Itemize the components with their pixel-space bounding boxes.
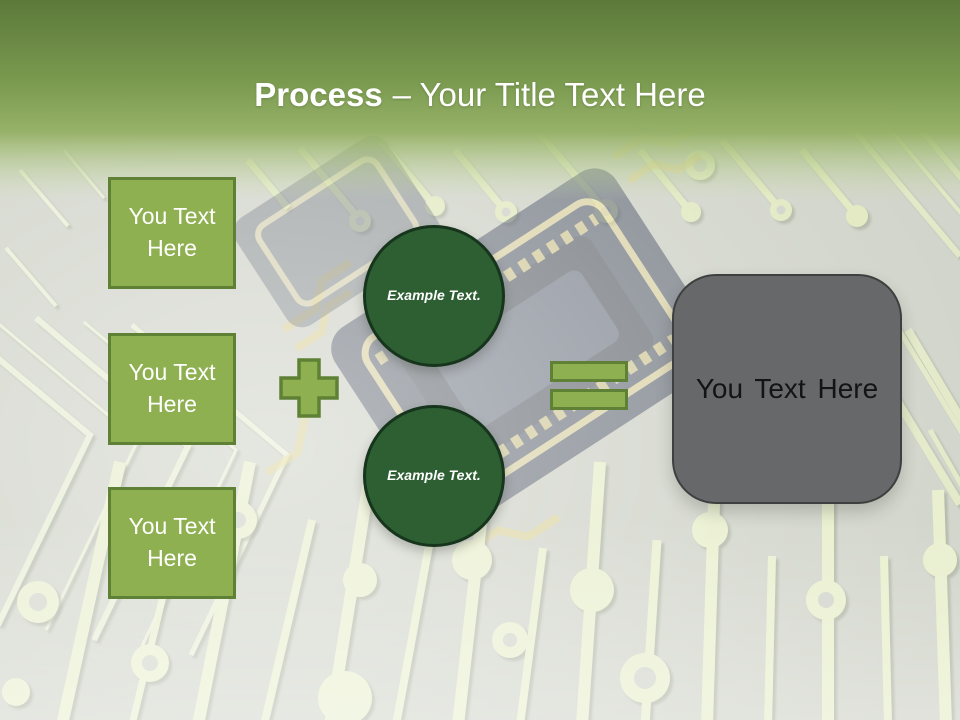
input-box-1[interactable]: You Text Here <box>108 177 236 289</box>
input-box-1-label: You Text Here <box>128 203 216 261</box>
input-box-3-label: You Text Here <box>128 513 216 571</box>
plus-operator[interactable] <box>278 357 340 419</box>
equals-operator[interactable] <box>550 361 628 410</box>
plus-icon <box>279 358 339 418</box>
input-box-3[interactable]: You Text Here <box>108 487 236 599</box>
result-box-label: You Text Here <box>695 373 879 404</box>
title-regular: – Your Title Text Here <box>392 76 706 114</box>
slide-title[interactable]: Process– Your Title Text Here <box>0 76 960 114</box>
operand-circle-2-label: Example Text. <box>387 467 481 484</box>
input-box-2[interactable]: You Text Here <box>108 333 236 445</box>
input-box-2-label: You Text Here <box>128 359 216 417</box>
equals-icon-top-bar <box>550 361 628 382</box>
operand-circle-1[interactable]: Example Text. <box>363 225 505 367</box>
title-emphasis: Process <box>254 76 383 114</box>
equals-icon-bottom-bar <box>550 389 628 410</box>
result-box[interactable]: You Text Here <box>672 274 902 504</box>
operand-circle-1-label: Example Text. <box>387 287 481 304</box>
operand-circle-2[interactable]: Example Text. <box>363 405 505 547</box>
header-band <box>0 0 960 200</box>
